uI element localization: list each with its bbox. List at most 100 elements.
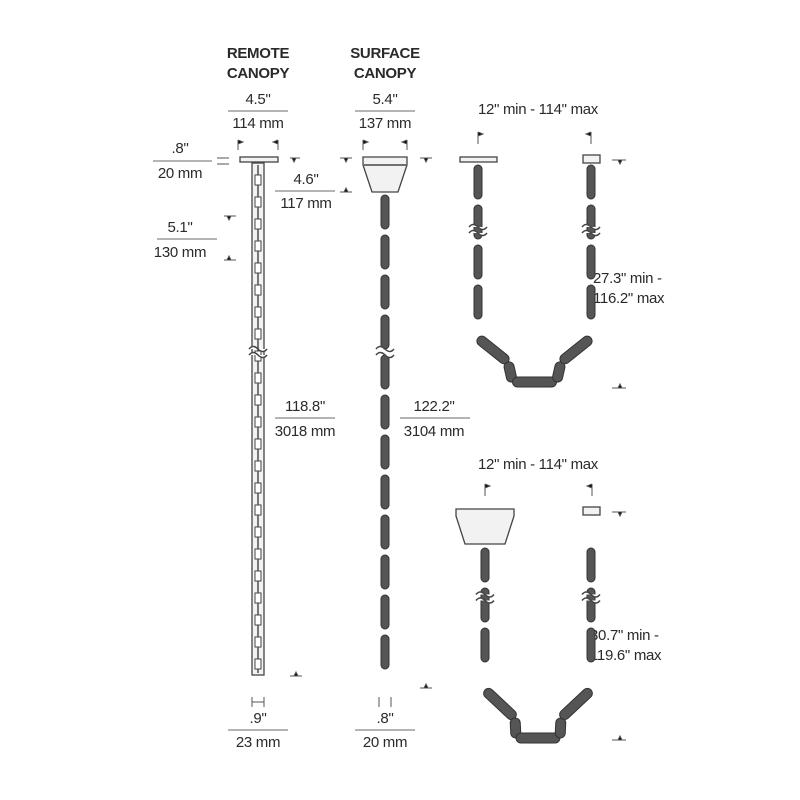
rod-segment: [254, 394, 262, 406]
chain-link: [380, 314, 390, 350]
surface-length-in: 122.2": [413, 398, 454, 415]
chain-link: [380, 194, 390, 230]
diameter-markers: [251, 697, 392, 707]
rod-segment: [254, 372, 262, 384]
break-symbol: [248, 345, 268, 359]
rod-segment: [254, 658, 262, 670]
chain-link: [586, 204, 596, 240]
surface-length-mm: 3104 mm: [404, 423, 464, 440]
chain-link: [586, 164, 596, 200]
break-symbol: [468, 223, 488, 237]
fixture-parts: [239, 154, 601, 744]
chain-link: [483, 687, 517, 721]
surface-canopy-height-mm: 117 mm: [280, 195, 331, 212]
chain-link: [380, 274, 390, 310]
remote-canopy-height-mm: 20 mm: [158, 165, 202, 182]
surface-diameter-in: .8": [377, 710, 394, 727]
chain-link: [473, 164, 483, 200]
chain-link: [559, 335, 593, 365]
rod-segment: [254, 636, 262, 648]
chain-link: [473, 284, 483, 320]
u-surface-span: 12" min - 114" max: [478, 456, 599, 473]
surface-diameter-mm: 20 mm: [363, 734, 407, 751]
u-remote-span: 12" min - 114" max: [478, 101, 599, 118]
chain-link: [586, 627, 596, 663]
rod-segment: [254, 592, 262, 604]
remote-diameter-mm: 23 mm: [236, 734, 280, 751]
surface-width-in: 5.4": [373, 91, 398, 108]
rod-segment: [254, 460, 262, 472]
remote-canopy-plate: [239, 156, 279, 163]
rod-segment: [254, 504, 262, 516]
chain-link: [380, 394, 390, 430]
break-symbol: [375, 345, 395, 359]
length-bottom-markers: [290, 670, 432, 689]
remote-offset-mm: 130 mm: [154, 244, 206, 261]
rod-segment: [254, 218, 262, 230]
chain-link: [515, 732, 561, 744]
u-remote-canopy-plate: [459, 156, 498, 163]
chain-link: [476, 335, 510, 365]
chain-link: [480, 627, 490, 663]
break-symbol: [581, 223, 601, 237]
rod-segment: [254, 526, 262, 538]
break-symbol: [475, 591, 495, 604]
chain-link: [554, 717, 567, 739]
chain-link: [380, 234, 390, 270]
chain-link: [380, 554, 390, 590]
rod-segment: [254, 284, 262, 296]
chain-link: [380, 434, 390, 470]
chain-link: [473, 204, 483, 240]
rod-segment: [254, 614, 262, 626]
chain-link: [380, 354, 390, 390]
u-surface-drop-2: 119.6" max: [590, 647, 662, 664]
u-surface-markers: [484, 483, 626, 741]
surface-canopy-title: SURFACE: [350, 45, 420, 62]
rod-segment: [254, 438, 262, 450]
surface-canopy-height-in: 4.6": [294, 171, 319, 188]
u-remote-end-cap: [582, 154, 601, 164]
rod-segment: [254, 174, 262, 186]
rod-segment: [254, 196, 262, 208]
rod-segment: [254, 482, 262, 494]
chain-link: [586, 284, 596, 320]
chain-link: [559, 687, 593, 721]
remote-canopy-title-2: CANOPY: [227, 65, 290, 82]
surface-width-mm: 137 mm: [359, 115, 411, 132]
remote-canopy-title: REMOTE: [227, 45, 290, 62]
remote-width-in: 4.5": [246, 91, 271, 108]
surface-canopy-title-2: CANOPY: [354, 65, 417, 82]
chain-link: [380, 474, 390, 510]
u-surface-end-cap: [582, 506, 601, 516]
chain-link: [480, 547, 490, 583]
rod-segment: [254, 548, 262, 560]
u-surface-canopy: [455, 508, 515, 545]
rod-segment: [254, 570, 262, 582]
rod-segment: [254, 240, 262, 252]
surface-canopy: [362, 156, 408, 193]
chain-link: [586, 547, 596, 583]
u-remote-markers: [477, 131, 626, 389]
remote-length-in: 118.8": [285, 398, 325, 415]
rod-segment: [254, 416, 262, 428]
remote-width-mm: 114 mm: [232, 115, 283, 132]
chain-link: [380, 514, 390, 550]
rod-segment: [254, 262, 262, 274]
rod-segment: [254, 328, 262, 340]
chain-link: [380, 634, 390, 670]
u-remote-drop-1: 27.3" min -: [593, 270, 662, 287]
chain-link: [380, 594, 390, 630]
remote-canopy-height-markers: [217, 157, 300, 165]
surface-width-markers: [362, 139, 408, 150]
chain-link: [512, 376, 557, 388]
break-symbol: [581, 591, 601, 604]
u-remote-drop-2: 116.2" max: [593, 290, 665, 307]
surface-canopy-height-markers: [340, 157, 432, 193]
remote-width-markers: [237, 139, 279, 150]
rod-segment: [254, 306, 262, 318]
chain-link: [473, 244, 483, 280]
remote-canopy-height-in: .8": [172, 140, 189, 157]
remote-length-mm: 3018 mm: [275, 423, 335, 440]
u-surface-drop-1: 30.7" min -: [590, 627, 659, 644]
remote-diameter-in: .9": [250, 710, 267, 727]
